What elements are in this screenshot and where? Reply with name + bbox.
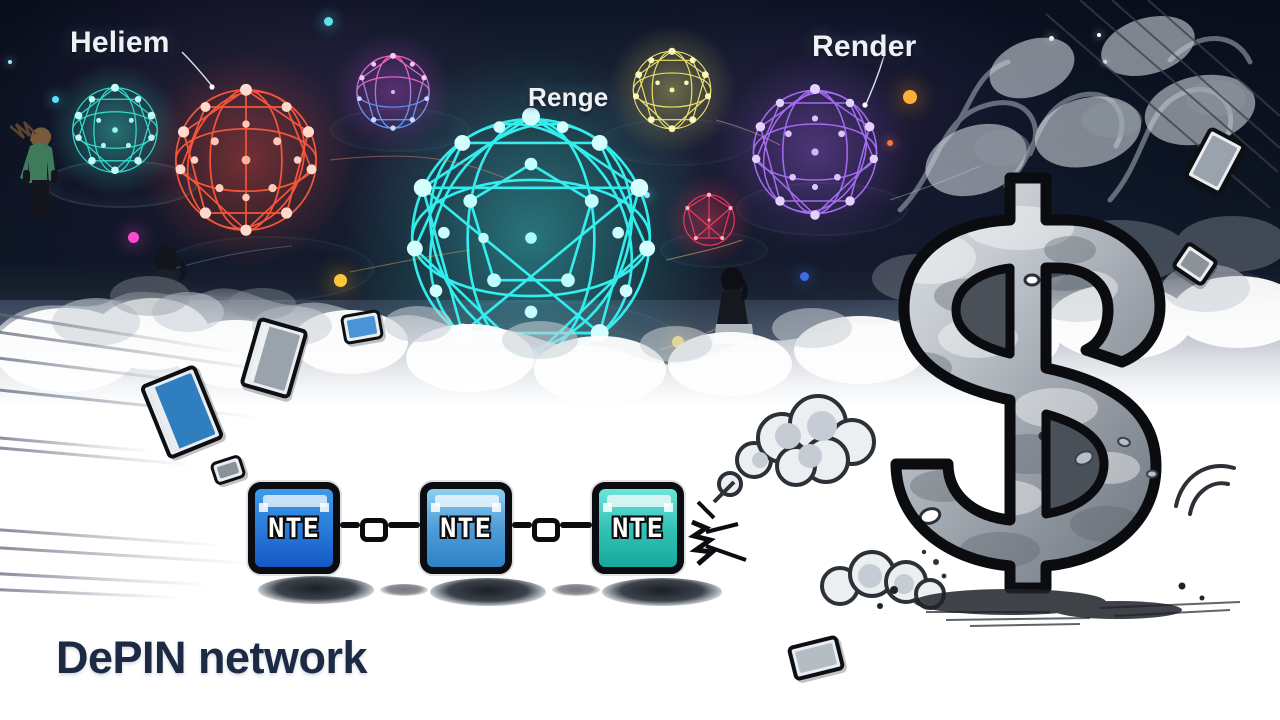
chain-shadow xyxy=(552,584,600,596)
chain-shadow xyxy=(380,584,428,596)
platform-ring xyxy=(736,182,908,236)
block-gloss xyxy=(607,495,671,507)
network-label-heliem: Heliem xyxy=(70,26,170,59)
block-label: NTE xyxy=(612,512,664,544)
blockchain-row: NTE NTE NTE xyxy=(248,476,708,586)
block-pixel-highlight xyxy=(320,503,329,512)
blockchain-block-3[interactable]: NTE xyxy=(592,482,684,574)
ground-splatter xyxy=(877,582,1241,627)
smoke-swirls-upper-right xyxy=(897,16,1256,213)
device-tiny-chip xyxy=(209,453,247,487)
star-bokeh xyxy=(128,232,139,243)
device-screen xyxy=(346,315,378,339)
block-gloss xyxy=(435,495,499,507)
person-sitting-right xyxy=(714,267,754,344)
person-sitting-dark xyxy=(148,246,188,326)
label-leader-lines xyxy=(181,51,885,108)
chain-link xyxy=(360,518,388,542)
motion-arc-lines xyxy=(1174,464,1236,516)
platform-ring xyxy=(330,108,470,152)
blockchain-block-1[interactable]: NTE xyxy=(248,482,340,574)
sphere-wireframe xyxy=(174,83,318,236)
device-bottom-drop xyxy=(786,634,846,682)
block-pixel-highlight xyxy=(431,503,440,512)
sphere-wireframe xyxy=(632,47,712,133)
network-label-render: Render xyxy=(812,30,917,63)
device-screen xyxy=(216,461,240,479)
smoke-puff-ground xyxy=(820,549,947,610)
rubble-flecks xyxy=(1074,436,1158,479)
speed-line xyxy=(0,588,179,600)
star-bokeh xyxy=(324,17,333,26)
platform-ring xyxy=(660,232,768,268)
block-label: NTE xyxy=(268,512,320,544)
smoke-puff-comic xyxy=(712,394,876,504)
block-shadow xyxy=(258,576,374,604)
block-pixel-highlight xyxy=(259,503,268,512)
block-label: NTE xyxy=(440,512,492,544)
block-pixel-highlight xyxy=(492,503,501,512)
sphere-wireframe xyxy=(356,52,430,131)
star-bokeh xyxy=(644,192,650,198)
block-gloss xyxy=(263,495,327,507)
speed-line xyxy=(0,546,249,565)
chain-bar xyxy=(512,522,532,528)
speed-line xyxy=(0,528,224,548)
speed-line xyxy=(0,572,209,587)
block-pixel-highlight xyxy=(603,503,612,512)
device-screen xyxy=(794,642,838,674)
sphere-wireframe xyxy=(683,192,735,246)
blockchain-block-2[interactable]: NTE xyxy=(420,482,512,574)
block-pixel-highlight xyxy=(664,503,673,512)
block-shadow xyxy=(602,578,722,606)
chain-link xyxy=(532,518,560,542)
person-standing-green xyxy=(10,121,58,218)
impact-crack-icon xyxy=(687,500,747,566)
star-bokeh xyxy=(8,60,12,64)
star-bokeh xyxy=(52,96,59,103)
chain-bar xyxy=(560,522,592,528)
dollar-sign-icon xyxy=(890,172,1166,594)
dollar-sign-monument xyxy=(860,168,1190,598)
sphere-wireframe xyxy=(752,83,878,220)
star-bokeh xyxy=(903,90,917,104)
chain-bar xyxy=(340,522,360,528)
chain-bar xyxy=(388,522,420,528)
sphere-wireframe xyxy=(72,83,158,175)
star-bokeh xyxy=(1097,33,1101,37)
network-label-renge: Renge xyxy=(528,82,609,112)
block-shadow xyxy=(430,578,546,606)
page-title: DePIN network xyxy=(56,632,368,683)
motion-streak-lines-right xyxy=(1045,0,1280,209)
star-bokeh xyxy=(887,140,893,146)
